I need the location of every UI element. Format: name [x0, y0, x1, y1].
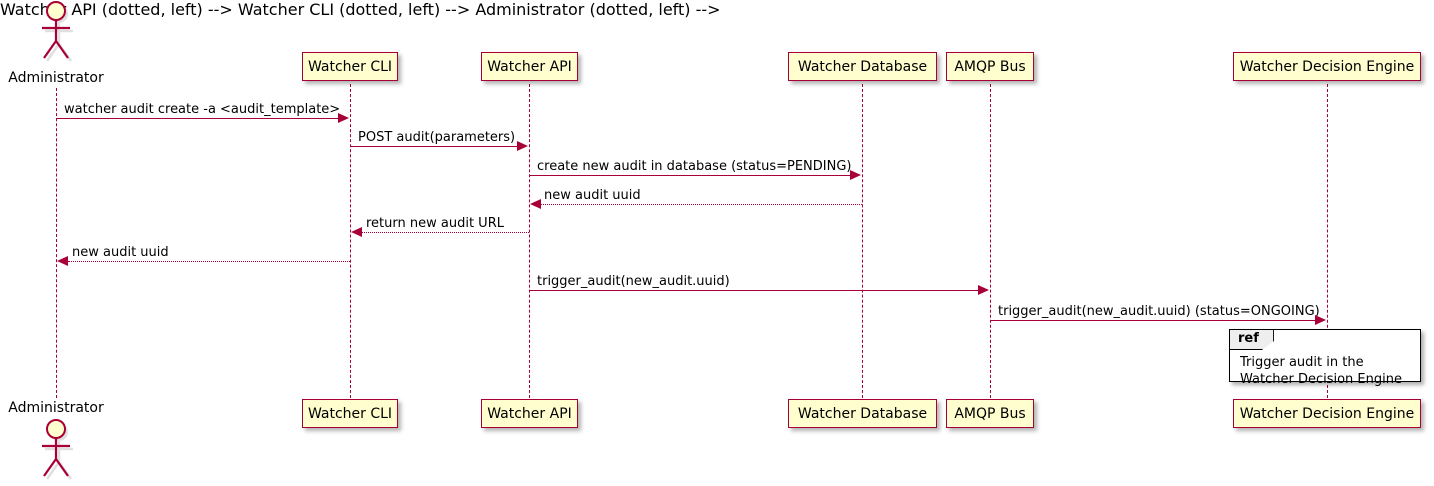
message-line-3 — [529, 175, 851, 176]
actor-label-administrator-bottom: Administrator — [8, 400, 104, 416]
arrow-head-right-2 — [517, 141, 528, 151]
participant-label: Watcher Decision Engine — [1239, 405, 1415, 422]
arrow-head-right-8 — [1315, 315, 1326, 325]
message-line-6 — [68, 261, 350, 262]
message-label-8: trigger_audit(new_audit.uuid) (status=ON… — [998, 304, 1320, 319]
participant-label: Watcher Database — [797, 405, 928, 422]
participant-amqp-bus-top[interactable]: AMQP Bus — [946, 52, 1034, 81]
participant-label: Watcher API — [487, 405, 572, 422]
message-label-5: return new audit URL — [366, 216, 504, 231]
message-line-2 — [350, 146, 518, 147]
lifeline-watcher-api — [529, 84, 530, 398]
ref-fragment: ref Trigger audit in the Watcher Decisio… — [1229, 329, 1421, 387]
message-line-7 — [529, 290, 979, 291]
participant-label: Watcher CLI — [307, 405, 393, 422]
lifeline-watcher-cli — [350, 84, 351, 398]
participant-watcher-api-bottom[interactable]: Watcher API — [481, 399, 578, 428]
actor-figure-top — [26, 0, 86, 68]
participant-label: Watcher Database — [797, 58, 928, 75]
arrow-head-left-5 — [351, 227, 362, 237]
participant-watcher-database-top[interactable]: Watcher Database — [788, 52, 937, 81]
message-label-7: trigger_audit(new_audit.uuid) — [537, 274, 730, 289]
actor-label-administrator-top: Administrator — [8, 70, 104, 86]
arrow-head-right-3 — [850, 170, 861, 180]
lifeline-amqp-bus — [990, 84, 991, 398]
participant-watcher-cli-top[interactable]: Watcher CLI — [302, 52, 398, 81]
participant-watcher-decision-engine-top[interactable]: Watcher Decision Engine — [1233, 52, 1421, 81]
lifeline-watcher-decision-engine — [1327, 84, 1328, 398]
participant-watcher-cli-bottom[interactable]: Watcher CLI — [302, 399, 398, 428]
message-line-8 — [990, 320, 1316, 321]
participant-label: Watcher API — [487, 58, 572, 75]
arrow-head-right-1 — [338, 113, 349, 123]
message-label-2: POST audit(parameters) — [358, 130, 516, 145]
participant-label: Watcher CLI — [307, 58, 393, 75]
lifeline-watcher-database — [862, 84, 863, 398]
arrow-head-left-4 — [530, 199, 541, 209]
participant-amqp-bus-bottom[interactable]: AMQP Bus — [946, 399, 1034, 428]
participant-watcher-api-top[interactable]: Watcher API — [481, 52, 578, 81]
arrow-head-left-6 — [57, 256, 68, 266]
ref-body-line2: Watcher Decision Engine — [1240, 372, 1402, 387]
ref-tab-label: ref — [1230, 330, 1274, 351]
message-label-4: new audit uuid — [544, 188, 641, 203]
message-label-1: watcher audit create -a <audit_template> — [64, 102, 341, 117]
message-label-6: new audit uuid — [72, 245, 169, 260]
arrow-head-right-7 — [978, 285, 989, 295]
message-label-3: create new audit in database (status=PEN… — [537, 159, 852, 174]
actor-figure-bottom — [26, 418, 86, 486]
participant-watcher-decision-engine-bottom[interactable]: Watcher Decision Engine — [1233, 399, 1421, 428]
participant-label: AMQP Bus — [954, 58, 1026, 75]
participant-label: Watcher Decision Engine — [1239, 58, 1415, 75]
message-line-1 — [56, 118, 339, 119]
message-line-4 — [541, 204, 862, 205]
lifeline-administrator — [56, 88, 57, 398]
ref-body-line1: Trigger audit in the — [1240, 355, 1364, 370]
message-line-5 — [362, 232, 529, 233]
participant-label: AMQP Bus — [954, 405, 1026, 422]
participant-watcher-database-bottom[interactable]: Watcher Database — [788, 399, 937, 428]
